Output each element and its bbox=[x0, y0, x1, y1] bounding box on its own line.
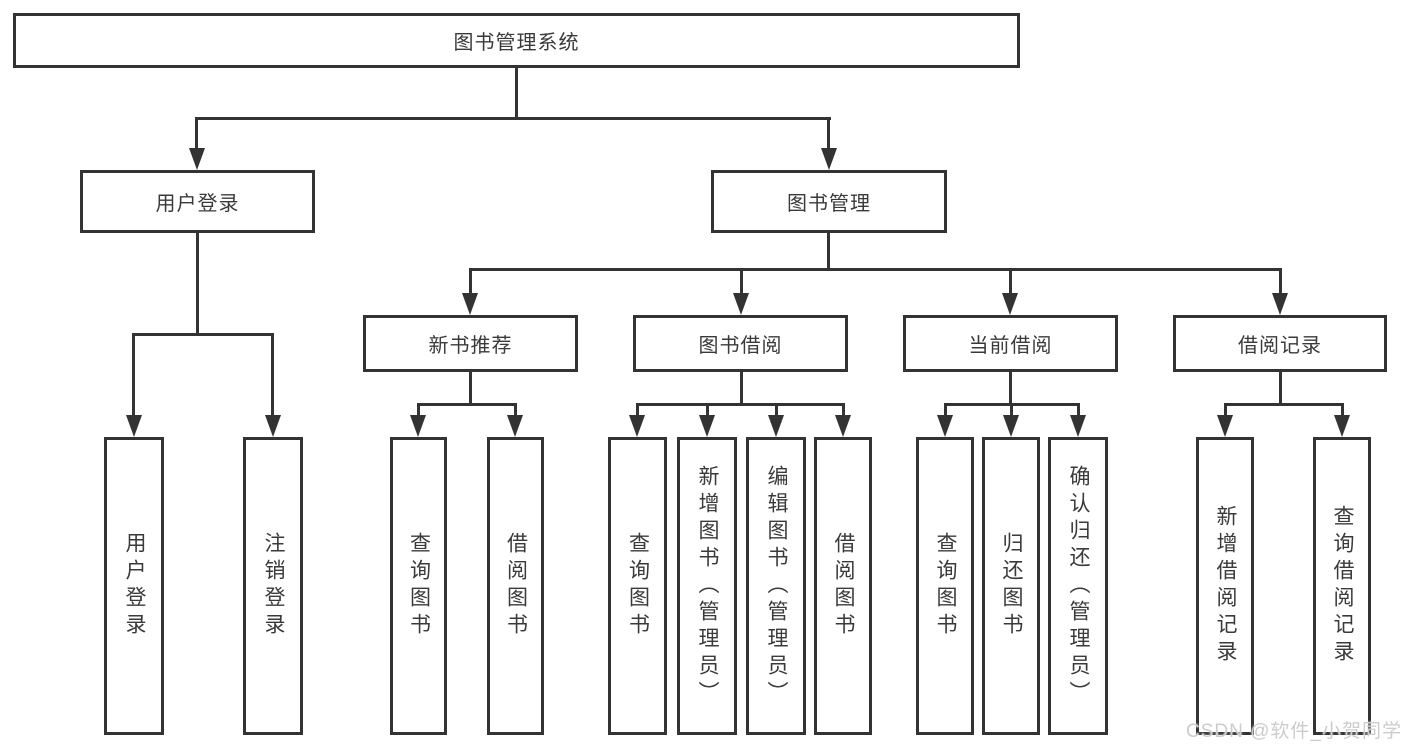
node-root: 图书管理系统 bbox=[13, 13, 1020, 68]
node-new-book-recommend-label: 新书推荐 bbox=[428, 335, 513, 357]
leaf-current-return: 归还图书 bbox=[982, 437, 1040, 735]
connector-drop-user-login bbox=[195, 117, 198, 150]
connector-records-branch bbox=[1224, 403, 1344, 406]
leaf-borrowing-add-admin-label: 新增图书（管理员） bbox=[696, 464, 719, 708]
leaf-current-confirm-return-admin-label: 确认归还（管理员） bbox=[1067, 464, 1090, 708]
node-borrowing-records: 借阅记录 bbox=[1173, 315, 1387, 372]
leaf-records-add-label: 新增借阅记录 bbox=[1214, 505, 1237, 667]
connector-drop-records-add bbox=[1224, 403, 1227, 417]
connector-drop-new-books bbox=[469, 268, 472, 296]
connector-current-stem bbox=[1009, 372, 1012, 406]
node-book-management: 图书管理 bbox=[711, 170, 947, 233]
connector-drop-book-management bbox=[827, 117, 830, 150]
connector-newbooks-stem bbox=[469, 372, 472, 406]
connector-newbooks-branch bbox=[417, 403, 517, 406]
arrowhead-down-records bbox=[1272, 293, 1288, 315]
connector-drop-borrowing-query bbox=[636, 403, 639, 417]
leaf-borrowing-edit-admin: 编辑图书（管理员） bbox=[746, 437, 806, 735]
leaf-records-query-label: 查询借阅记录 bbox=[1331, 505, 1354, 667]
connector-drop-newbooks-borrow bbox=[514, 403, 517, 417]
node-borrowing-records-label: 借阅记录 bbox=[1238, 335, 1322, 357]
node-current-borrowing: 当前借阅 bbox=[903, 315, 1118, 372]
arrowhead-down-current bbox=[1002, 293, 1018, 315]
connector-drop-borrowing-edit bbox=[775, 403, 778, 417]
arrowhead-down-user-login bbox=[189, 148, 205, 170]
leaf-current-query: 查询图书 bbox=[916, 437, 974, 735]
leaf-borrowing-query: 查询图书 bbox=[608, 437, 667, 735]
node-current-borrowing-label: 当前借阅 bbox=[968, 335, 1053, 357]
leaf-records-query: 查询借阅记录 bbox=[1313, 437, 1371, 735]
leaf-borrowing-edit-admin-label: 编辑图书（管理员） bbox=[765, 464, 788, 708]
arrowhead-down-current-return bbox=[1003, 415, 1019, 437]
connector-drop-newbooks-query bbox=[417, 403, 420, 417]
connector-drop-current-query bbox=[944, 403, 947, 417]
leaf-logout: 注销登录 bbox=[243, 437, 303, 735]
connector-drop-borrowing bbox=[740, 268, 743, 296]
leaf-borrowing-add-admin: 新增图书（管理员） bbox=[677, 437, 737, 735]
leaf-logout-label: 注销登录 bbox=[262, 532, 285, 640]
arrowhead-down-newbooks-borrow bbox=[507, 415, 523, 437]
connector-drop-current-return bbox=[1010, 403, 1013, 417]
arrowhead-down-leaf-logout bbox=[265, 415, 281, 437]
connector-management-branch bbox=[469, 268, 1282, 271]
leaf-borrowing-query-label: 查询图书 bbox=[626, 532, 650, 640]
arrowhead-down-records-query bbox=[1334, 415, 1350, 437]
node-book-borrowing: 图书借阅 bbox=[633, 315, 848, 372]
connector-drop-records-query bbox=[1341, 403, 1344, 417]
leaf-current-query-label: 查询图书 bbox=[934, 532, 957, 640]
leaf-borrowing-borrow-label: 借阅图书 bbox=[832, 532, 855, 640]
connector-borrowing-stem bbox=[740, 372, 743, 406]
connector-drop-leaf-logout bbox=[271, 333, 274, 417]
leaf-newbooks-query: 查询图书 bbox=[390, 437, 447, 735]
connector-drop-leaf-user-login bbox=[132, 333, 135, 417]
arrowhead-down-newbooks-query bbox=[410, 415, 426, 437]
leaf-newbooks-borrow-label: 借阅图书 bbox=[504, 532, 528, 640]
leaf-newbooks-query-label: 查询图书 bbox=[407, 532, 431, 640]
arrowhead-down-borrowing-edit bbox=[768, 415, 784, 437]
leaf-records-add: 新增借阅记录 bbox=[1196, 437, 1254, 735]
connector-root-branch bbox=[196, 117, 831, 120]
connector-records-stem bbox=[1279, 372, 1282, 406]
leaf-user-login: 用户登录 bbox=[104, 437, 164, 735]
arrowhead-down-leaf-user-login bbox=[126, 415, 142, 437]
connector-drop-borrowing-borrow bbox=[842, 403, 845, 417]
arrowhead-down-new-books bbox=[462, 293, 478, 315]
arrowhead-down-borrowing bbox=[733, 293, 749, 315]
connector-drop-borrowing-add bbox=[706, 403, 709, 417]
leaf-current-confirm-return-admin: 确认归还（管理员） bbox=[1048, 437, 1108, 735]
arrowhead-down-book-management bbox=[821, 148, 837, 170]
connector-login-stem bbox=[196, 233, 199, 336]
arrowhead-down-borrowing-add bbox=[699, 415, 715, 437]
node-user-login: 用户登录 bbox=[80, 170, 315, 233]
connector-root-stem bbox=[515, 66, 518, 119]
node-book-borrowing-label: 图书借阅 bbox=[698, 335, 783, 357]
node-book-management-label: 图书管理 bbox=[787, 193, 871, 215]
leaf-current-return-label: 归还图书 bbox=[1000, 532, 1023, 640]
arrowhead-down-current-query bbox=[937, 415, 953, 437]
arrowhead-down-borrowing-borrow bbox=[835, 415, 851, 437]
connector-borrowing-branch bbox=[636, 403, 845, 406]
connector-management-stem bbox=[827, 233, 830, 271]
leaf-user-login-label: 用户登录 bbox=[123, 532, 146, 640]
leaf-newbooks-borrow: 借阅图书 bbox=[487, 437, 544, 735]
node-user-login-label: 用户登录 bbox=[155, 193, 240, 215]
connector-drop-current-confirm bbox=[1077, 403, 1080, 417]
node-root-label: 图书管理系统 bbox=[453, 32, 580, 54]
csdn-watermark: CSDN @软件_小贺同学 bbox=[1186, 721, 1402, 742]
arrowhead-down-records-add bbox=[1217, 415, 1233, 437]
connector-drop-records bbox=[1279, 268, 1282, 296]
arrowhead-down-current-confirm bbox=[1070, 415, 1086, 437]
connector-drop-current bbox=[1009, 268, 1012, 296]
arrowhead-down-borrowing-query bbox=[629, 415, 645, 437]
leaf-borrowing-borrow: 借阅图书 bbox=[814, 437, 872, 735]
connector-login-branch bbox=[133, 333, 274, 336]
node-new-book-recommend: 新书推荐 bbox=[363, 315, 578, 372]
